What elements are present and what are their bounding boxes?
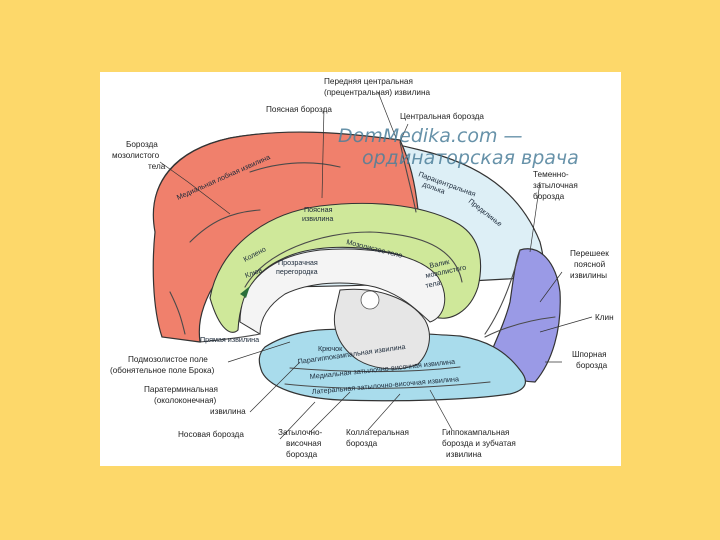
brain-medial-diagram: Передняя центральная (прецентральная) из… xyxy=(110,77,614,459)
temporal-sulcus-1 xyxy=(289,366,461,373)
label-callosal-sulcus-2: мозолистого xyxy=(112,151,160,160)
leader-line xyxy=(529,181,541,253)
leader-line xyxy=(539,271,563,303)
watermark-line-2: ординаторская врача xyxy=(362,147,579,169)
label-cingulate-sulcus: Поясная борозда xyxy=(266,105,332,114)
parieto-occipital-sulcus-line xyxy=(484,249,521,335)
leader-line xyxy=(279,401,316,440)
label-collateral-2: борозда xyxy=(346,439,378,448)
label-cuneus: Клин xyxy=(595,313,614,322)
leader-line xyxy=(539,316,593,333)
calcarine-sulcus-line xyxy=(484,316,556,338)
label-callosal-sulcus-3: тела xyxy=(148,162,166,171)
inner-septum-2: перегородка xyxy=(276,267,318,276)
leader-line xyxy=(227,341,291,363)
diagram-card: Передняя центральная (прецентральная) из… xyxy=(100,72,621,466)
label-isthmus-1: Перешеек xyxy=(570,249,609,258)
label-central-sulcus: Центральная борозда xyxy=(400,112,484,121)
thalamus-mark xyxy=(360,290,380,310)
label-hippocampal-2: борозда и зубчатая xyxy=(442,439,516,448)
frontal-sulcus-3 xyxy=(169,291,186,335)
label-precentral-1: Передняя центральная xyxy=(324,77,413,86)
label-paraterminal-2: (околоконечная) xyxy=(154,396,217,405)
frontal-sulcus-1 xyxy=(189,209,261,243)
label-calcarine-1: Шпорная xyxy=(572,350,607,359)
inner-cingulate-1: Поясная xyxy=(304,205,333,214)
leader-line xyxy=(159,161,231,215)
label-occipitotemporal-2: височная xyxy=(286,439,321,448)
watermark-line-1: DomMedika.com — xyxy=(338,125,523,147)
label-paraterminal-1: Паратерминальная xyxy=(144,385,218,394)
leader-line xyxy=(367,393,401,431)
inner-splenium-1: Валик xyxy=(429,257,451,270)
leader-line xyxy=(429,389,453,431)
label-rhinal: Носовая борозда xyxy=(178,430,244,439)
inner-splenium-3: тела xyxy=(425,278,442,290)
label-occipitotemporal-1: Затылочно- xyxy=(278,428,323,437)
leader-line xyxy=(377,91,397,139)
label-subcallosal-1: Подмозолистое поле xyxy=(128,355,208,364)
label-parieto-occipital-2: затылочная xyxy=(533,181,578,190)
label-collateral-1: Коллатеральная xyxy=(346,428,409,437)
cingulate-arrow-line xyxy=(244,231,463,288)
label-subcallosal-2: (обонятельное поле Брока) xyxy=(110,366,215,375)
temporal-sulcus-2 xyxy=(284,381,491,389)
orbital-edge-line xyxy=(199,333,261,343)
cingulate-arrowhead xyxy=(240,286,250,298)
leader-line xyxy=(249,361,301,413)
inner-gyrus-rectus: Прямая извилина xyxy=(200,335,259,344)
label-occipitotemporal-3: борозда xyxy=(286,450,318,459)
label-callosal-sulcus-1: Борозда xyxy=(126,140,158,149)
label-hippocampal-3: извилина xyxy=(446,450,482,459)
leader-line xyxy=(321,107,325,199)
label-isthmus-2: поясной xyxy=(574,260,605,269)
inner-cingulate-2: извилина xyxy=(302,214,333,223)
label-hippocampal-1: Гиппокампальная xyxy=(442,428,509,437)
central-sulcus-line xyxy=(399,141,417,213)
label-paraterminal-3: извилина xyxy=(210,407,246,416)
label-calcarine-2: борозда xyxy=(576,361,608,370)
corpus-callosum-region xyxy=(239,248,446,335)
inner-uncus: Крючок xyxy=(318,344,343,353)
diencephalon-region xyxy=(333,288,430,370)
label-precentral-2: (прецентральная) извилина xyxy=(324,88,430,97)
frontal-sulcus-2 xyxy=(249,162,341,173)
leader-line xyxy=(399,123,409,143)
inner-septum-1: Прозрачная xyxy=(278,258,318,267)
leader-line xyxy=(309,391,351,433)
label-isthmus-3: извилины xyxy=(570,271,607,280)
label-parieto-occipital-1: Теменно- xyxy=(533,170,569,179)
label-parieto-occipital-3: борозда xyxy=(533,192,565,201)
